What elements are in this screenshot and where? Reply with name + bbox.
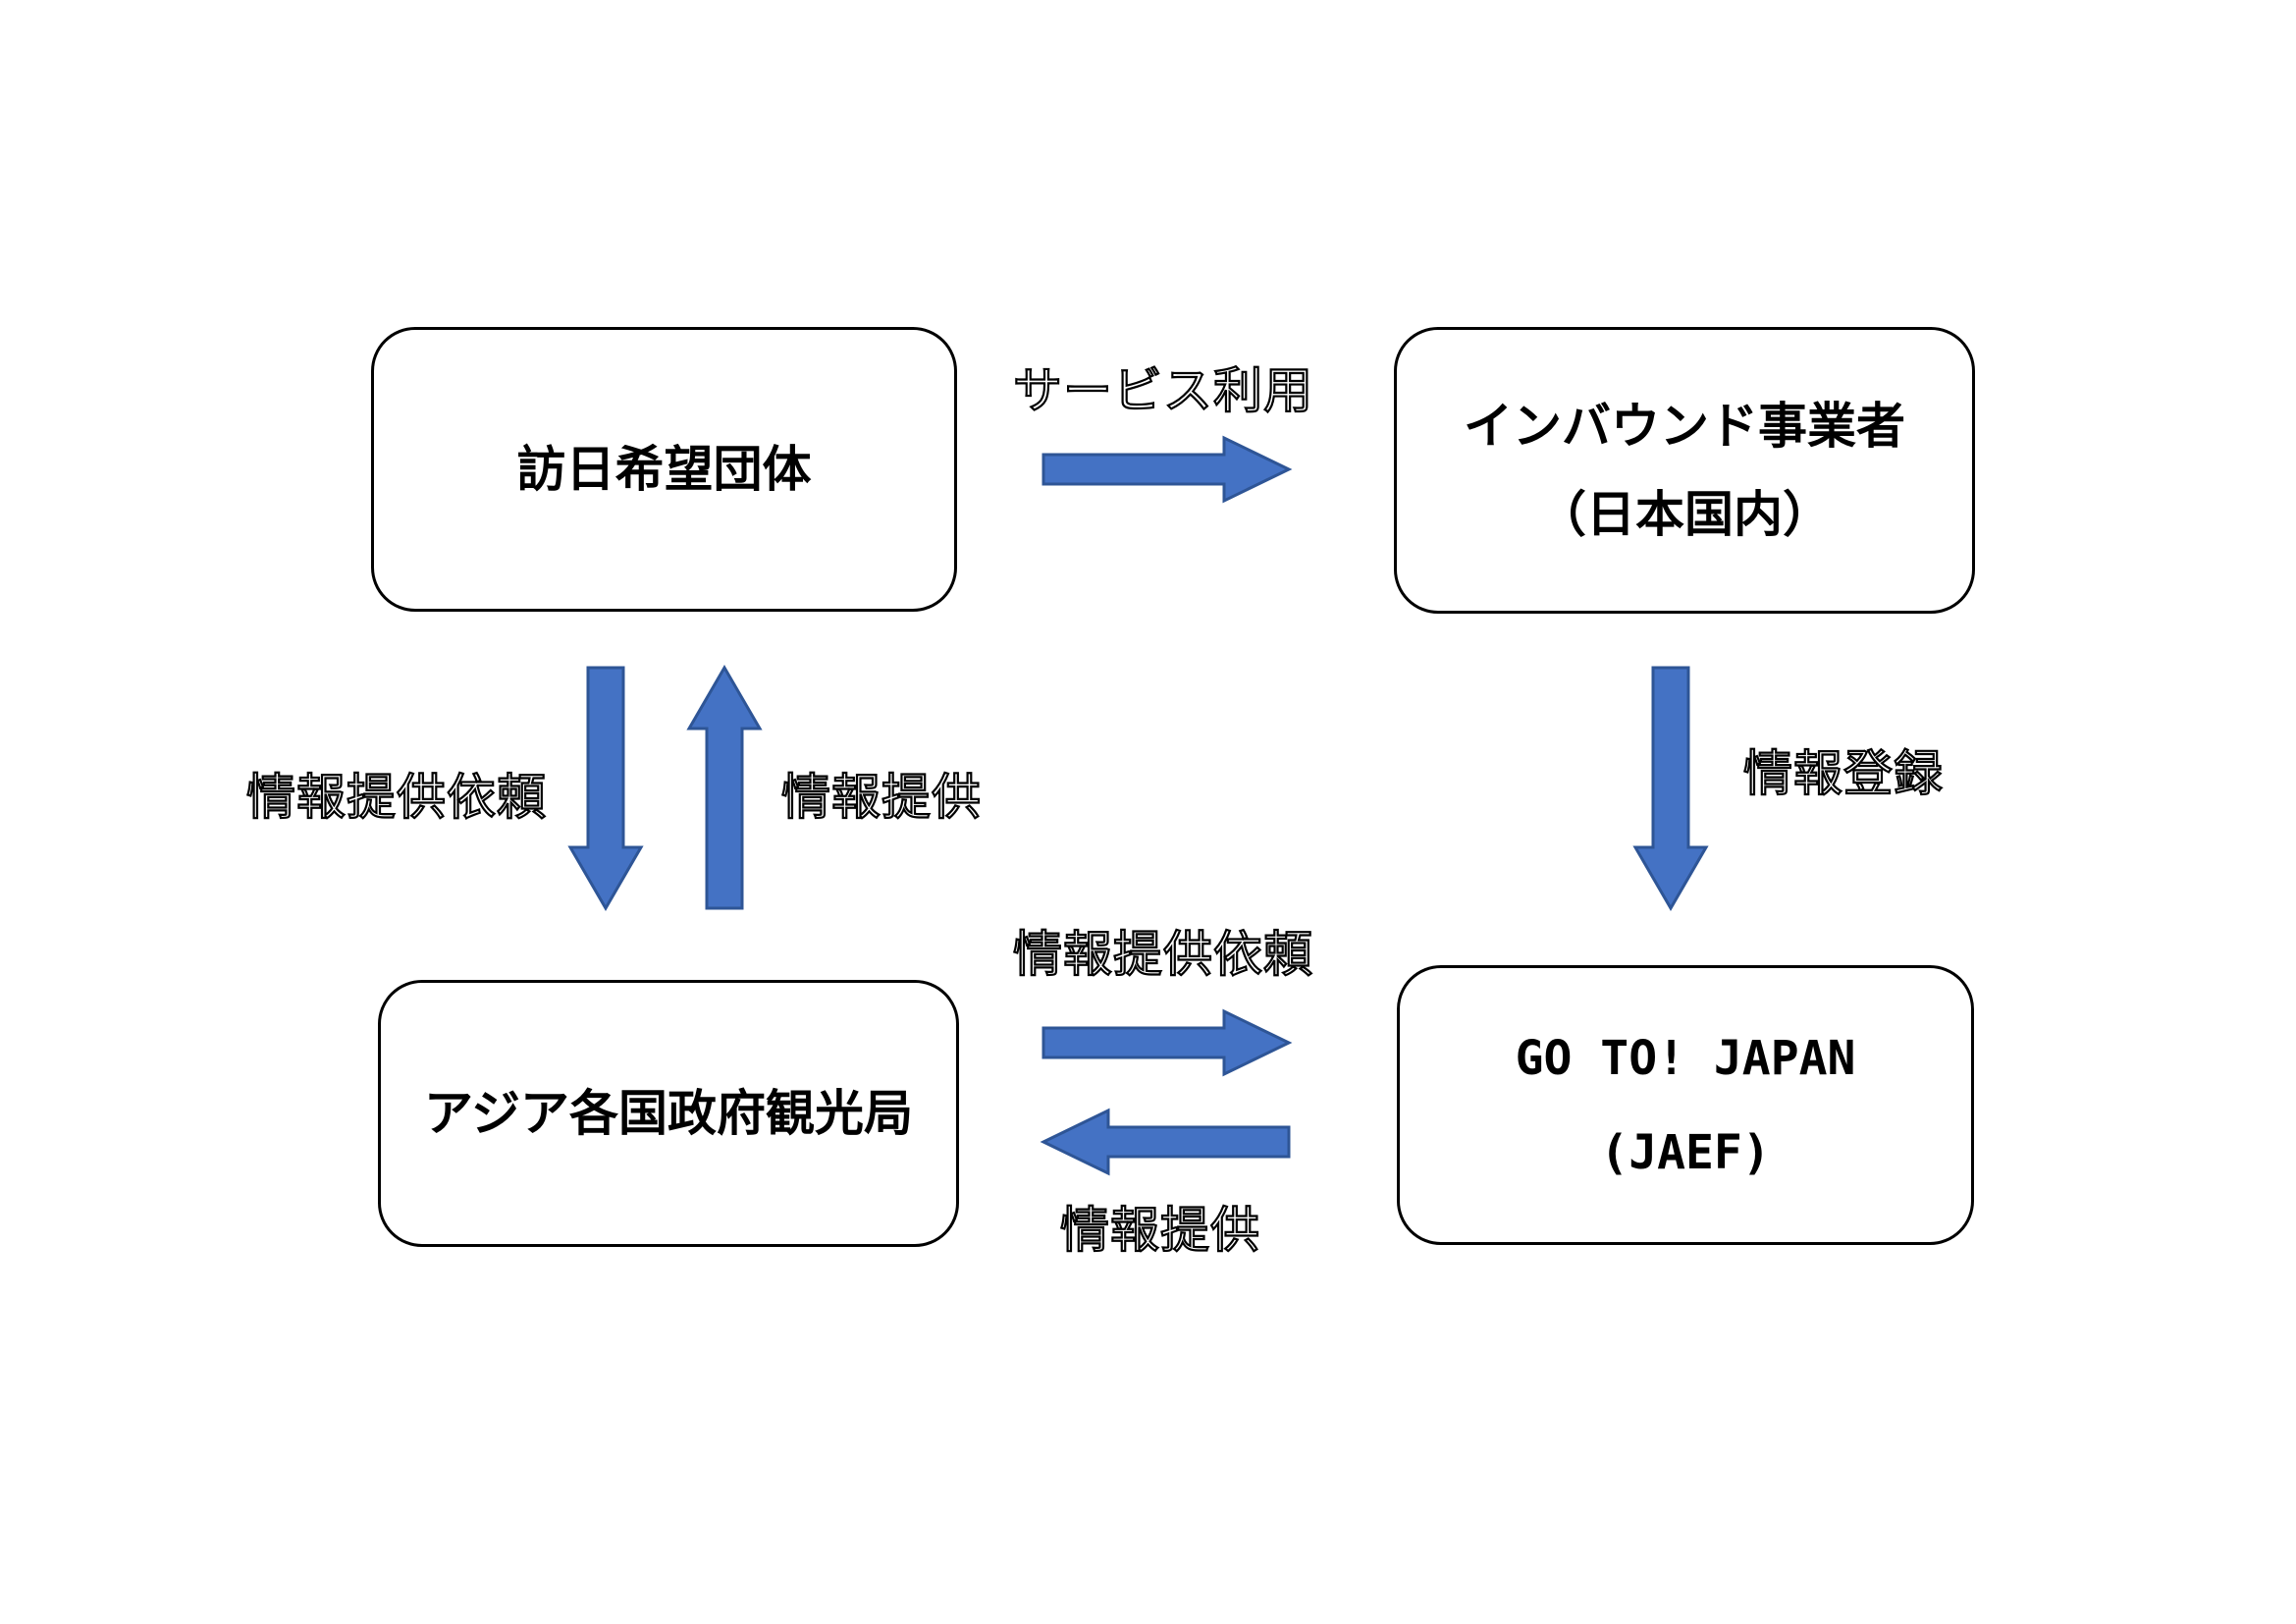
edge-label-info-provision-left: 情報提供 — [780, 770, 982, 825]
edge-label-info-provision-bottom: 情報提供 — [1059, 1203, 1260, 1258]
arrow-shape — [1040, 1108, 1291, 1176]
node-visitor-groups: 訪日希望団体 — [371, 327, 957, 612]
arrow-shape — [1041, 1008, 1293, 1077]
arrow-shape — [1041, 435, 1293, 504]
edge-label-info-provision-request-left: 情報提供依頼 — [245, 770, 547, 825]
arrow-info-provide-up-icon — [686, 665, 763, 910]
arrow-info-provide-left-icon — [1040, 1108, 1291, 1176]
edge-label-info-provision-request-bottom: 情報提供依頼 — [1012, 927, 1313, 982]
arrow-shape — [567, 666, 644, 911]
node-visitor-groups-label: 訪日希望団体 — [516, 442, 812, 497]
arrow-info-request-down-icon — [567, 666, 644, 911]
arrow-info-request-right-icon — [1041, 1008, 1293, 1077]
edge-label-info-registration: 情報登録 — [1742, 746, 1944, 801]
node-go-to-japan-label-line2: (JAEF) — [1600, 1124, 1771, 1180]
node-go-to-japan: GO TO! JAPAN (JAEF) — [1397, 965, 1974, 1245]
node-inbound-operators-label-line1: インバウンド事業者 — [1464, 399, 1905, 454]
edge-label-service-use: サービス利用 — [1012, 363, 1313, 418]
node-asia-govt-tourism-bureaus-label: アジア各国政府観光局 — [424, 1086, 913, 1141]
arrow-service-use-right-icon — [1041, 435, 1293, 504]
node-asia-govt-tourism-bureaus: アジア各国政府観光局 — [378, 980, 959, 1247]
arrow-shape — [686, 665, 763, 910]
arrow-info-register-down-icon — [1632, 666, 1709, 911]
node-inbound-operators-label-line2: （日本国内） — [1537, 487, 1832, 542]
node-go-to-japan-label-line1: GO TO! JAPAN — [1515, 1030, 1856, 1086]
arrow-shape — [1632, 666, 1709, 911]
node-inbound-operators: インバウンド事業者 （日本国内） — [1394, 327, 1975, 614]
